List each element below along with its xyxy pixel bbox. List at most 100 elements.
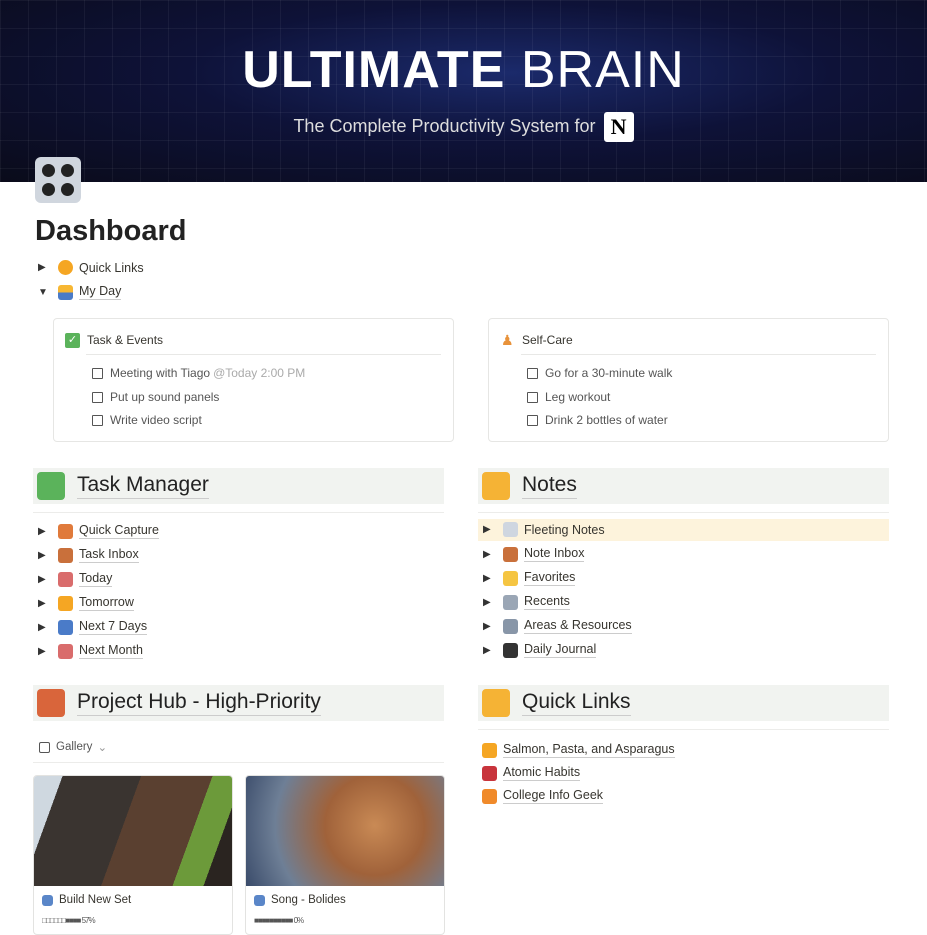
progress-value: 57% bbox=[81, 916, 96, 925]
item-link[interactable]: Atomic Habits bbox=[503, 765, 581, 781]
item-icon bbox=[58, 619, 73, 635]
task-manager-item[interactable]: ▶ Today bbox=[38, 571, 113, 587]
quick-link-item[interactable]: Salmon, Pasta, and Asparagus bbox=[476, 742, 675, 758]
task-manager-heading[interactable]: Task Manager bbox=[33, 468, 444, 504]
toggle-arrow-right-icon[interactable]: ▶ bbox=[38, 645, 46, 657]
chevron-down-icon: ⌄ bbox=[97, 742, 108, 754]
item-link[interactable]: Daily Journal bbox=[524, 642, 597, 658]
item-link[interactable]: Favorites bbox=[524, 570, 576, 586]
task-manager-item[interactable]: ▶ Next Month bbox=[38, 643, 143, 659]
section-link[interactable]: Task Manager bbox=[77, 473, 209, 499]
notes-item[interactable]: ▶ Fleeting Notes bbox=[483, 522, 605, 537]
task-manager-item[interactable]: ▶ Next 7 Days bbox=[38, 619, 148, 635]
item-link[interactable]: Task Inbox bbox=[79, 547, 139, 563]
item-icon bbox=[58, 547, 73, 563]
todo-item[interactable]: Put up sound panels bbox=[92, 390, 219, 404]
toggle-my-day[interactable]: ▼ My Day bbox=[38, 284, 122, 300]
cover-image bbox=[246, 776, 444, 886]
item-link[interactable]: Recents bbox=[524, 594, 570, 610]
divider bbox=[521, 354, 876, 355]
item-link[interactable]: Fleeting Notes bbox=[524, 522, 605, 537]
task-manager-item[interactable]: ▶ Task Inbox bbox=[38, 547, 139, 563]
checkbox[interactable] bbox=[527, 391, 538, 403]
self-care-card: ♟ Self-Care Go for a 30-minute walk Leg … bbox=[488, 318, 889, 442]
quick-links-heading[interactable]: Quick Links bbox=[478, 685, 889, 721]
view-selector[interactable]: Gallery⌄ bbox=[39, 740, 107, 754]
highlight-row bbox=[478, 519, 889, 541]
crane-icon bbox=[37, 689, 65, 717]
toggle-arrow-right-icon[interactable]: ▶ bbox=[38, 525, 46, 537]
card-title: Build New Set bbox=[59, 894, 132, 906]
item-link[interactable]: College Info Geek bbox=[503, 788, 604, 804]
toggle-arrow-right-icon[interactable]: ▶ bbox=[483, 572, 491, 584]
divider bbox=[478, 512, 889, 513]
notes-item[interactable]: ▶ Favorites bbox=[483, 570, 576, 586]
item-link[interactable]: Quick Capture bbox=[79, 523, 159, 539]
date-mention[interactable]: @Today 2:00 PM bbox=[213, 366, 306, 380]
todo-item[interactable]: Go for a 30-minute walk bbox=[527, 366, 672, 380]
task-manager-item[interactable]: ▶ Tomorrow bbox=[38, 595, 134, 611]
item-link[interactable]: Note Inbox bbox=[524, 546, 585, 562]
toggle-quick-links[interactable]: ▶Quick Links bbox=[38, 260, 144, 275]
task-manager-item[interactable]: ▶ Quick Capture bbox=[38, 523, 159, 539]
task-events-card: ✓ Task & Events Meeting with Tiago@Today… bbox=[53, 318, 454, 442]
todo-item[interactable]: Write video script bbox=[92, 413, 202, 427]
toggle-arrow-right-icon[interactable]: ▶ bbox=[483, 644, 491, 656]
card-title: Song - Bolides bbox=[271, 894, 346, 906]
todo-item[interactable]: Drink 2 bottles of water bbox=[527, 413, 668, 427]
item-icon bbox=[503, 594, 518, 610]
divider bbox=[478, 729, 889, 730]
my-day-link[interactable]: My Day bbox=[79, 284, 122, 300]
link-icon bbox=[482, 765, 497, 781]
check-box-icon bbox=[37, 472, 65, 500]
notes-item[interactable]: ▶ Areas & Resources bbox=[483, 618, 632, 634]
checkbox[interactable] bbox=[92, 414, 103, 426]
toggle-arrow-right-icon[interactable]: ▶ bbox=[483, 548, 491, 560]
item-link[interactable]: Tomorrow bbox=[79, 595, 134, 611]
control-knobs-icon[interactable] bbox=[35, 157, 81, 203]
progress-bar: ■■■■■■■■■■ 0% bbox=[254, 916, 305, 925]
item-link[interactable]: Next 7 Days bbox=[79, 619, 148, 635]
item-link[interactable]: Next Month bbox=[79, 643, 143, 659]
item-icon bbox=[58, 571, 73, 587]
checkbox[interactable] bbox=[92, 391, 103, 403]
toggle-arrow-right-icon[interactable]: ▶ bbox=[483, 596, 491, 608]
section-link[interactable]: Project Hub - High-Priority bbox=[77, 690, 321, 716]
sunrise-icon bbox=[58, 284, 73, 300]
gallery-card[interactable]: Build New Set □□□□□□■■■■ 57% bbox=[33, 775, 233, 935]
toggle-arrow-right-icon[interactable]: ▶ bbox=[38, 621, 46, 633]
checkbox[interactable] bbox=[92, 367, 103, 379]
notes-item[interactable]: ▶ Recents bbox=[483, 594, 570, 610]
toggle-arrow-right-icon[interactable]: ▶ bbox=[483, 620, 491, 632]
item-link[interactable]: Salmon, Pasta, and Asparagus bbox=[503, 742, 675, 758]
notes-heading[interactable]: Notes bbox=[478, 468, 889, 504]
toggle-arrow-right-icon[interactable]: ▶ bbox=[38, 573, 46, 585]
item-link[interactable]: Areas & Resources bbox=[524, 618, 632, 634]
quick-link-item[interactable]: Atomic Habits bbox=[476, 765, 581, 781]
card-title: Task & Events bbox=[87, 333, 164, 347]
quick-link-item[interactable]: College Info Geek bbox=[476, 788, 604, 804]
notes-item[interactable]: ▶ Note Inbox bbox=[483, 546, 585, 562]
progress-value: 0% bbox=[293, 916, 305, 925]
section-link[interactable]: Quick Links bbox=[522, 690, 631, 716]
toggle-arrow-right-icon[interactable]: ▶ bbox=[38, 597, 46, 609]
toggle-arrow-down-icon[interactable]: ▼ bbox=[38, 286, 48, 298]
notes-item[interactable]: ▶ Daily Journal bbox=[483, 642, 597, 658]
checkbox[interactable] bbox=[527, 414, 538, 426]
toggle-arrow-right-icon[interactable]: ▶ bbox=[38, 549, 46, 561]
section-link[interactable]: Notes bbox=[522, 473, 577, 499]
checkbox[interactable] bbox=[527, 367, 538, 379]
gallery-card[interactable]: Song - Bolides ■■■■■■■■■■ 0% bbox=[245, 775, 445, 935]
toggle-arrow-right-icon[interactable]: ▶ bbox=[38, 262, 46, 273]
item-icon bbox=[58, 643, 73, 659]
check-box-icon: ✓ bbox=[65, 333, 80, 348]
item-link[interactable]: Today bbox=[79, 571, 113, 587]
toggle-arrow-right-icon[interactable]: ▶ bbox=[483, 524, 491, 535]
person-walking-icon: ♟ bbox=[501, 332, 514, 348]
link-icon bbox=[482, 788, 497, 804]
project-hub-heading[interactable]: Project Hub - High-Priority bbox=[33, 685, 444, 721]
page-title: Dashboard bbox=[35, 215, 187, 247]
todo-item[interactable]: Leg workout bbox=[527, 390, 610, 404]
chart-icon bbox=[42, 894, 53, 906]
todo-item[interactable]: Meeting with Tiago@Today 2:00 PM bbox=[92, 366, 305, 380]
